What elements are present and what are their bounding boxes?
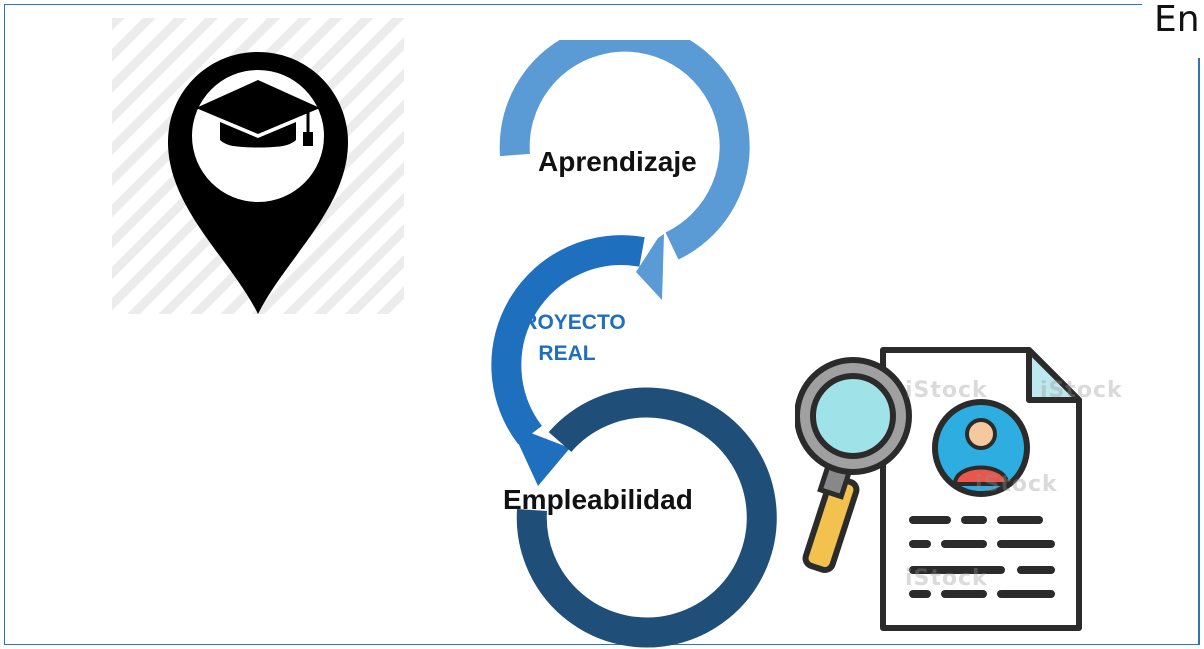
cycle-label-aprendizaje: Aprendizaje [538,146,697,177]
graduation-cap-icon [196,80,320,150]
arrow-empleabilidad [516,387,777,648]
watermark-text: iStock [905,378,988,403]
magnifier-icon [795,357,912,573]
graduation-pin-icon [112,18,404,314]
cycle-diagram [410,40,810,649]
arrow-proyecto [491,235,645,445]
arrow-aprendizaje-head [636,234,664,300]
cycle-label-proyecto-real: PROYECTO REAL [508,311,626,365]
frame-right-rule [1198,56,1200,645]
watermark-text: iStock [1040,378,1123,403]
resume-magnifier-illustration [795,338,1125,638]
corner-title: En [1142,0,1204,58]
cycle-label-empleabilidad: Empleabilidad [503,484,693,515]
arrow-aprendizaje [499,40,750,260]
watermark-text: iStock [975,472,1058,497]
watermark-text: iStock [905,566,988,591]
arrow-proyecto-head [510,425,570,486]
resume-document-icon [880,347,1082,631]
